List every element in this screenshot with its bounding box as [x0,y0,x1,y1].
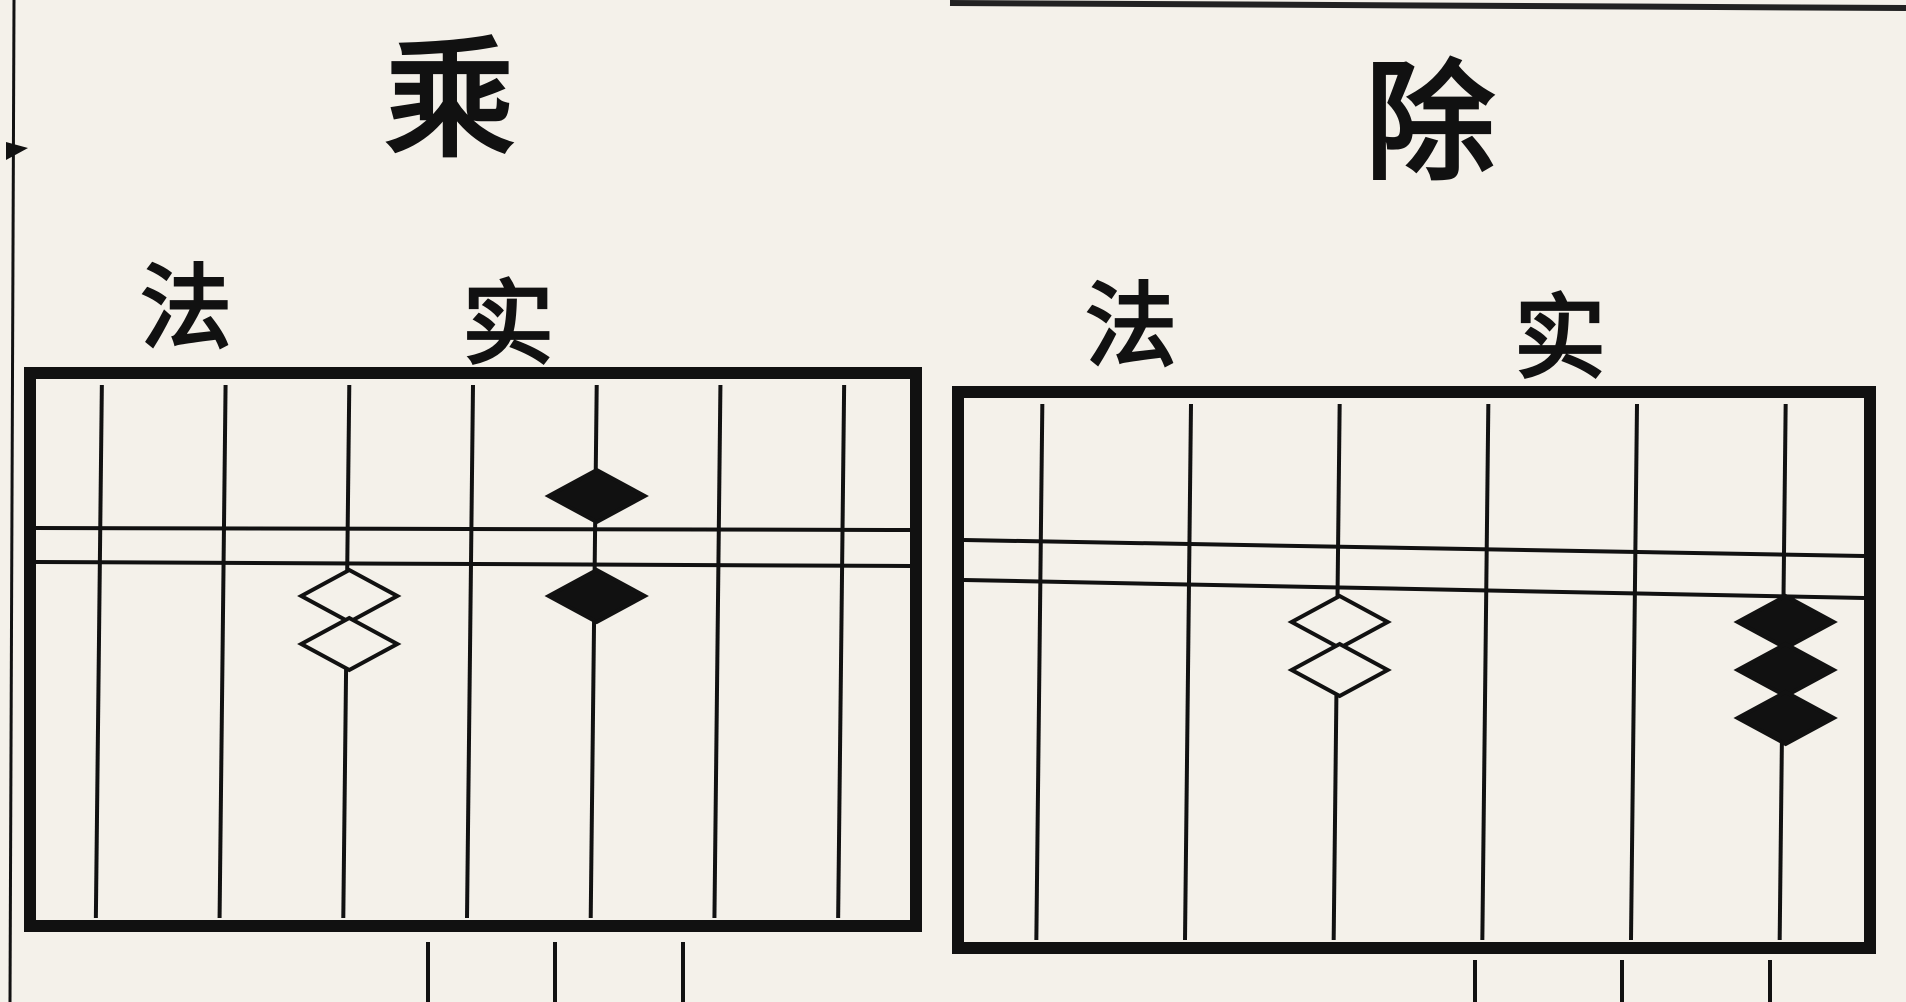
abacus-right-beam-bottom [963,578,1865,600]
abacus-right-frame [952,386,1876,954]
abacus-left-rod [93,384,104,919]
left-margin-rule [8,0,16,1002]
abacus-right-bead [1287,641,1392,699]
abacus-left-beads [297,467,649,673]
abacus-left-frame [24,367,922,932]
abacus-right-rod [1480,403,1491,941]
abacus-left-rod [836,384,847,919]
abacus-right [952,386,1876,954]
abacus-left-rods [93,384,847,919]
abacus-left-bead [297,567,402,625]
abacus-left-bead [544,467,649,525]
abacus-right-rod [1034,403,1045,941]
abacus-left-rod [588,384,599,919]
division-title: 除 [1365,46,1496,199]
abacus-right-beam-top [963,538,1865,558]
abacus-right-bead [1733,641,1838,699]
top-border-rule [949,0,1906,11]
abacus-right-bead [1287,593,1392,651]
right-fa-label: 法 [1085,272,1178,380]
margin-marker-icon [6,142,28,160]
abacus-left-rod [465,384,475,919]
abacus-right-beads [1287,593,1838,747]
abacus-right-rod [1629,403,1639,941]
lower-rod-stubs [426,942,1772,1002]
abacus-left-rod [712,384,723,919]
left-fa-label: 法 [140,254,233,362]
abacus-left-bead [544,567,649,625]
abacus-left-beam-bottom [35,560,911,568]
multiplication-title: 乘 [385,23,516,176]
abacus-right-rods [1034,403,1788,941]
abacus-right-bead [1733,689,1838,747]
abacus-right-rod [1183,403,1193,941]
abacus-right-bead [1733,593,1838,651]
abacus-left-bead [297,615,402,673]
left-shi-label: 实 [462,270,555,378]
right-shi-label: 实 [1514,284,1607,392]
abacus-left-rod [217,384,228,919]
abacus-left [24,367,922,932]
